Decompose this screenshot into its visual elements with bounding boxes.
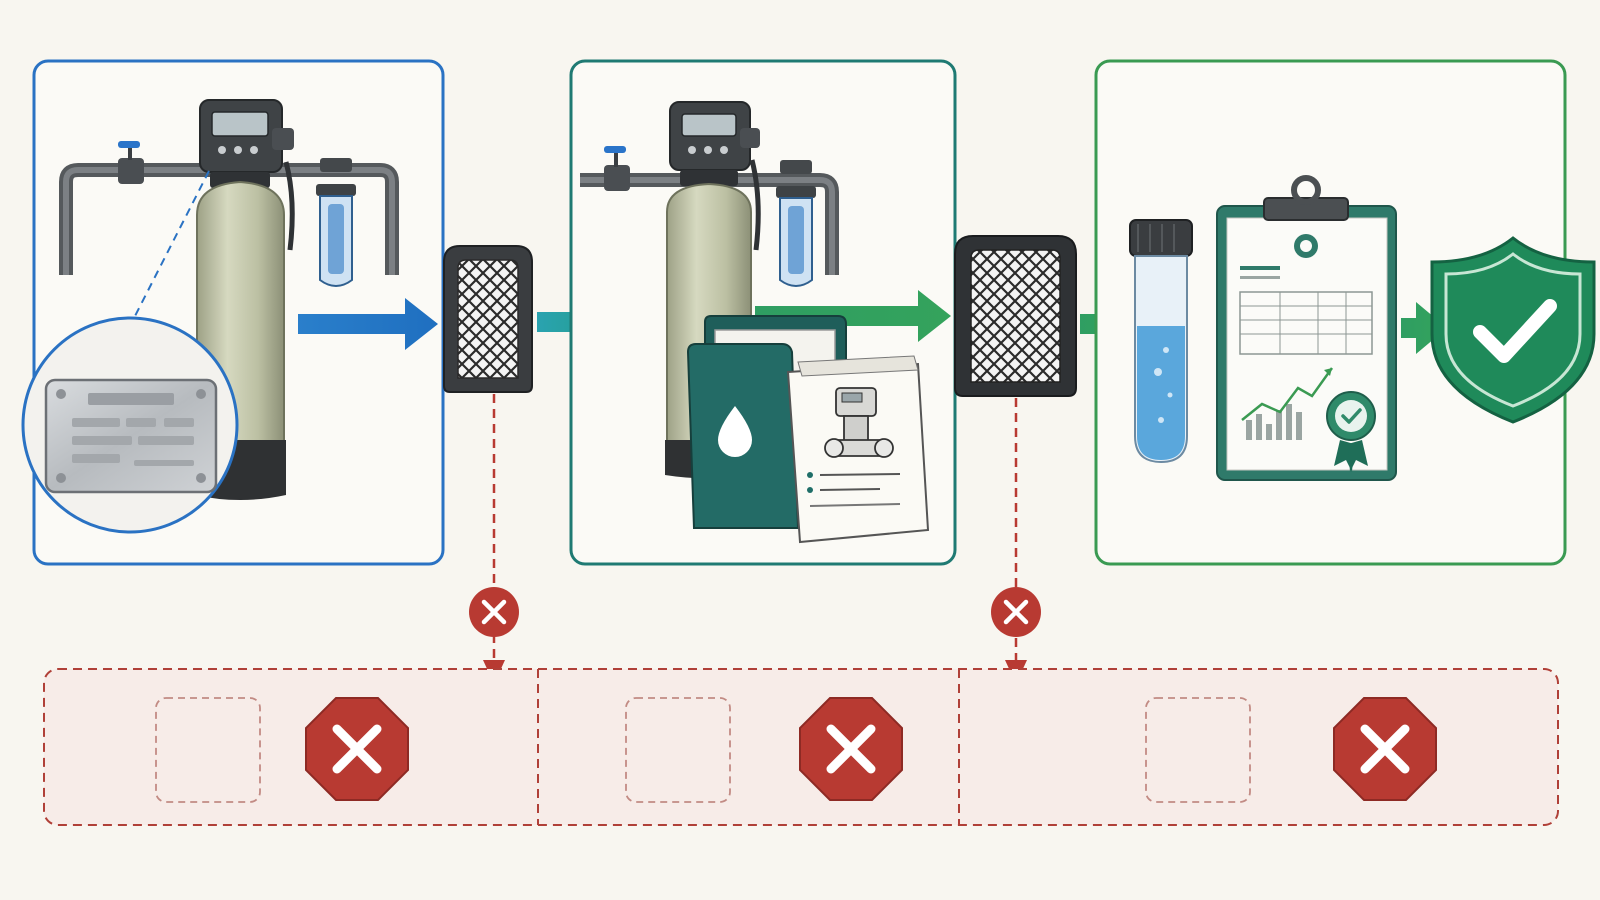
open-manual-icon xyxy=(786,355,930,544)
stop-x-icon xyxy=(799,697,903,801)
x-circle-icon xyxy=(991,587,1041,637)
certified-seal-icon xyxy=(1326,391,1376,472)
reject-3 xyxy=(1145,697,1437,803)
x-circle-icon xyxy=(469,587,519,637)
stage-3-panel xyxy=(1094,59,1596,566)
stage-2-panel xyxy=(569,59,957,566)
test-report-clipboard-icon xyxy=(1216,175,1397,481)
water-sample-vial-icon xyxy=(1129,219,1193,464)
reject-1 xyxy=(155,697,409,803)
filter-housing-icon xyxy=(776,160,816,287)
empty-slot-icon xyxy=(1145,697,1251,803)
stop-x-icon xyxy=(305,697,409,801)
flow-arrow-5 xyxy=(1401,302,1447,354)
certified-shield-icon xyxy=(1430,236,1596,424)
reject-2 xyxy=(625,697,903,803)
flow-arrow-3 xyxy=(755,290,951,342)
mesh-filter-gate-icon xyxy=(954,235,1077,397)
reject-zone xyxy=(43,668,1559,826)
mesh-filter-gate-icon xyxy=(443,245,533,393)
filter-housing-icon xyxy=(316,158,356,287)
flow-arrow-1 xyxy=(298,298,438,350)
gate-1 xyxy=(443,245,533,684)
gate-2 xyxy=(954,235,1077,684)
serial-plate-icon xyxy=(21,316,239,534)
empty-slot-icon xyxy=(155,697,261,803)
stop-x-icon xyxy=(1333,697,1437,801)
stage-1-panel xyxy=(21,59,445,566)
empty-slot-icon xyxy=(625,697,731,803)
